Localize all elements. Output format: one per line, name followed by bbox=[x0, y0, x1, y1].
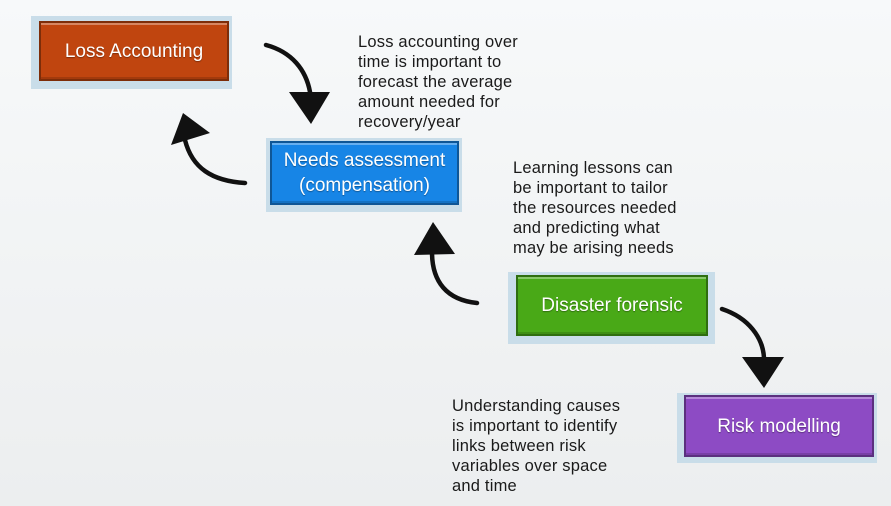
arrow-forensic-to-needs bbox=[414, 222, 480, 306]
arrow-needs-to-loss bbox=[171, 113, 248, 186]
understanding-causes-note: Understanding causes is important to ide… bbox=[452, 397, 621, 495]
arrow-loss-to-needs bbox=[263, 42, 330, 124]
loss-accounting-box: Loss Accounting bbox=[39, 21, 229, 81]
loss-accounting-note: Loss accounting over time is important t… bbox=[358, 33, 518, 131]
disaster-forensic-box: Disaster forensic bbox=[516, 275, 708, 336]
learning-lessons-note: Learning lessons can be important to tai… bbox=[513, 159, 677, 257]
needs-assessment-box: Needs assessment (compensation) bbox=[270, 141, 459, 205]
arrow-forensic-to-risk bbox=[719, 306, 784, 388]
risk-modelling-box: Risk modelling bbox=[684, 395, 874, 457]
